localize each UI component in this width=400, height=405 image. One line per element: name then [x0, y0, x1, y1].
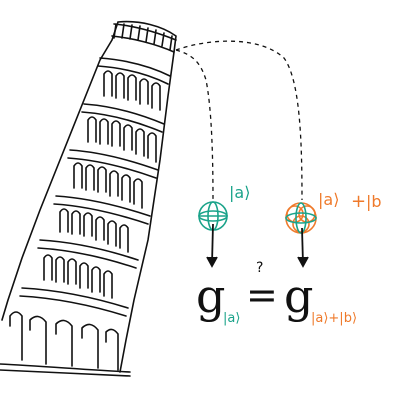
g-left-subscript: |a⟩	[223, 311, 240, 326]
superposition-ket-a: |a⟩	[318, 190, 339, 209]
ket-a-label: |a⟩	[229, 183, 250, 202]
teal-down-arrow-icon	[206, 223, 218, 268]
tower-crown	[111, 23, 177, 53]
question-mark: ?	[256, 260, 263, 276]
orange-particle	[285, 202, 317, 234]
leaning-tower	[0, 20, 177, 377]
teal-drop-path	[175, 49, 214, 203]
drop-trajectories	[175, 40, 303, 203]
equals-sign: =	[246, 273, 278, 317]
tower-outline	[1, 20, 177, 373]
superposition-ket-b: |b	[366, 192, 382, 211]
superposition-plus: +	[351, 191, 366, 212]
orange-drop-path	[175, 40, 303, 201]
orange-down-arrow-icon	[297, 227, 309, 268]
tower-base	[0, 363, 131, 377]
tower-floor-bands	[19, 57, 171, 317]
g-right: g	[284, 269, 313, 323]
g-left: g	[196, 269, 225, 323]
tower-arches	[9, 70, 161, 371]
g-right-subscript: |a⟩+|b⟩	[311, 311, 357, 326]
